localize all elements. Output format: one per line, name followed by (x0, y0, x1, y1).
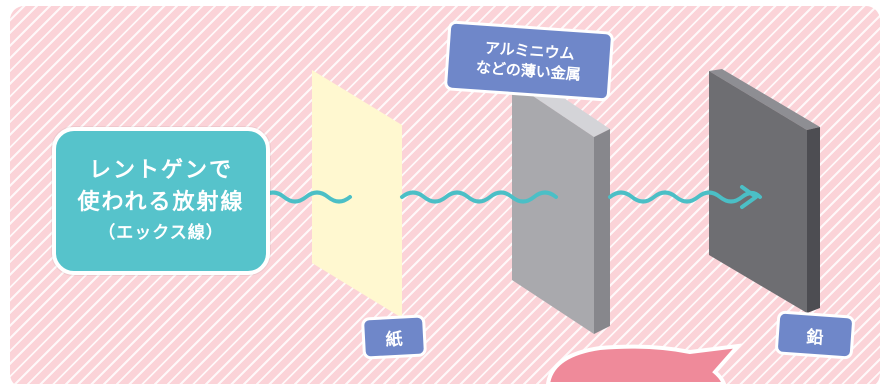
wave-segment-2 (400, 190, 558, 204)
wave-arrowhead (740, 185, 758, 209)
source-line-1: レントゲンで (88, 157, 233, 183)
lead-label: 鉛 (774, 310, 856, 360)
aluminum-plate-front (512, 82, 594, 334)
lead-block-side (807, 127, 820, 313)
aluminum-label: アルミニウム などの薄い金属 (443, 20, 615, 102)
paper-sheet (312, 70, 402, 318)
aluminum-plate-side (594, 129, 610, 334)
paper-label: 紙 (360, 314, 428, 360)
lead-block-top (709, 69, 820, 130)
xray-source-box: レントゲンで 使われる放射線 （エックス線） (52, 127, 270, 275)
wave-segment-3 (608, 190, 762, 204)
source-line-3: （エックス線） (98, 223, 224, 244)
source-line-2: 使われる放射線 (77, 189, 245, 215)
wave-segment-1 (260, 190, 352, 204)
lead-block-front (709, 71, 807, 313)
speech-bubble (545, 343, 744, 384)
